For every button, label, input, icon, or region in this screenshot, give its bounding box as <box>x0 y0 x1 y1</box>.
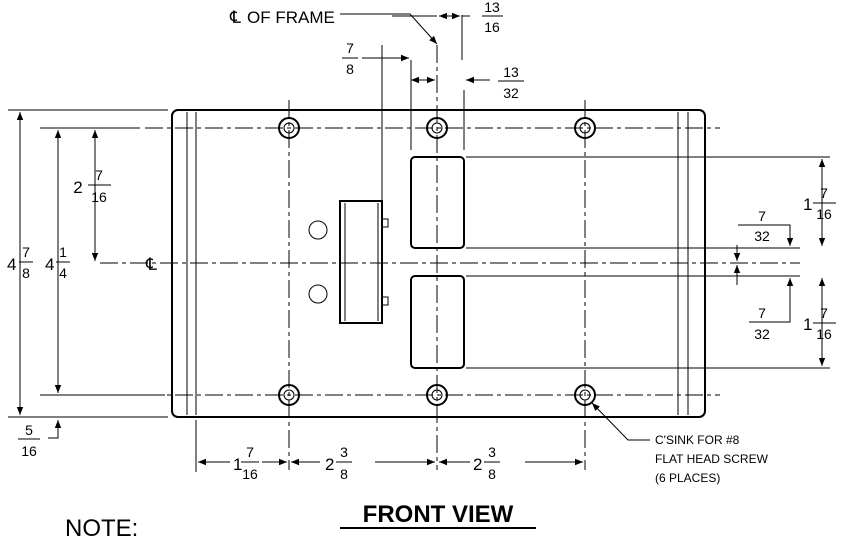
dim-7-32-bottom-leader <box>775 278 794 323</box>
connector-body <box>339 200 383 324</box>
svg-text:16: 16 <box>484 19 500 35</box>
svg-text:7: 7 <box>820 185 828 201</box>
upper-cutout <box>410 156 465 249</box>
csink-hole-icon <box>278 384 300 406</box>
dim-text-13-16: 13 16 <box>482 0 503 35</box>
svg-text:(6 PLACES): (6 PLACES) <box>655 471 720 485</box>
svg-text:2: 2 <box>325 455 334 474</box>
top-dimensions <box>340 12 490 200</box>
svg-text:7: 7 <box>346 40 354 56</box>
connector-tab-bottom <box>381 296 389 306</box>
svg-text:1: 1 <box>803 195 812 214</box>
svg-text:FLAT HEAD SCREW: FLAT HEAD SCREW <box>655 452 769 466</box>
csink-hole-icon <box>574 384 596 406</box>
dim-text-7-8: 7 8 <box>342 40 358 77</box>
dim-text-7-32-bottom: 7 32 <box>749 305 775 342</box>
right-dimensions <box>466 156 830 369</box>
svg-text:7: 7 <box>246 444 254 460</box>
cl-of-frame-label: ℄ OF FRAME <box>229 8 335 27</box>
connector-tab-top <box>381 218 389 228</box>
svg-text:2: 2 <box>473 455 482 474</box>
svg-text:13: 13 <box>484 0 500 15</box>
svg-text:7: 7 <box>22 244 30 260</box>
svg-text:32: 32 <box>503 85 519 101</box>
svg-text:8: 8 <box>340 466 348 482</box>
svg-text:16: 16 <box>21 443 37 459</box>
csink-hole-icon <box>574 117 596 139</box>
svg-text:1: 1 <box>233 455 242 474</box>
left-dimensions <box>8 109 168 439</box>
svg-text:2: 2 <box>73 178 82 197</box>
svg-text:3: 3 <box>340 444 348 460</box>
svg-text:13: 13 <box>503 64 519 80</box>
dim-text-5-16: 5 16 <box>18 422 40 459</box>
cl-frame-leader <box>340 13 438 45</box>
svg-text:16: 16 <box>816 326 832 342</box>
mount-hole-lower <box>308 284 328 304</box>
csink-note: C'SINK FOR #8 FLAT HEAD SCREW (6 PLACES) <box>655 433 769 485</box>
svg-text:OF FRAME: OF FRAME <box>247 8 335 27</box>
csink-holes <box>278 117 596 406</box>
dim-text-1-7-16-bottom-left: 1 7 16 <box>233 444 259 482</box>
dim-text-4-7-8: 4 7 8 <box>7 244 33 281</box>
svg-text:4: 4 <box>59 265 67 281</box>
connector <box>308 200 389 324</box>
svg-text:1: 1 <box>59 244 67 260</box>
dim-5-16-leader <box>48 420 62 439</box>
view-title: FRONT VIEW <box>340 501 536 529</box>
note-header: NOTE: <box>65 515 138 536</box>
svg-text:C'SINK FOR #8: C'SINK FOR #8 <box>655 433 740 447</box>
lower-cutout <box>410 275 465 369</box>
centerline-symbol: ℄ <box>145 255 157 274</box>
centerlines <box>100 45 800 470</box>
svg-text:7: 7 <box>758 208 766 224</box>
svg-text:32: 32 <box>754 326 770 342</box>
dim-text-2-3-8-a: 2 3 8 <box>325 444 352 482</box>
dim-text-4-1-4: 4 1 4 <box>45 244 70 281</box>
svg-text:1: 1 <box>803 315 812 334</box>
centerline-symbol: ℄ <box>229 8 241 27</box>
svg-text:7: 7 <box>95 167 103 183</box>
svg-text:8: 8 <box>346 61 354 77</box>
csink-hole-icon <box>278 117 300 139</box>
svg-text:16: 16 <box>91 189 107 205</box>
svg-text:7: 7 <box>820 305 828 321</box>
dim-text-2-3-8-b: 2 3 8 <box>473 444 500 482</box>
dim-text-13-32: 13 32 <box>498 64 524 101</box>
dim-text-7-32-top: 7 32 <box>749 208 775 244</box>
dim-text-1-7-16-bottom: 1 7 16 <box>803 305 836 342</box>
svg-text:32: 32 <box>754 228 770 244</box>
svg-text:8: 8 <box>22 265 30 281</box>
svg-text:4: 4 <box>7 255 16 274</box>
page-title: FRONT VIEW <box>363 501 514 528</box>
csink-hole-icon <box>426 384 448 406</box>
csink-leader <box>591 402 650 441</box>
cutouts <box>410 156 465 369</box>
dim-text-2-7-16: 2 7 16 <box>73 167 111 205</box>
bottom-dimensions <box>195 402 650 472</box>
svg-text:16: 16 <box>242 466 258 482</box>
dim-text-1-7-16-top: 1 7 16 <box>803 185 836 222</box>
svg-text:7: 7 <box>758 305 766 321</box>
svg-text:8: 8 <box>488 466 496 482</box>
mount-hole-upper <box>308 220 328 240</box>
csink-hole-icon <box>426 117 448 139</box>
svg-text:3: 3 <box>488 444 496 460</box>
svg-text:4: 4 <box>45 255 54 274</box>
svg-text:16: 16 <box>816 206 832 222</box>
svg-text:5: 5 <box>25 422 33 438</box>
